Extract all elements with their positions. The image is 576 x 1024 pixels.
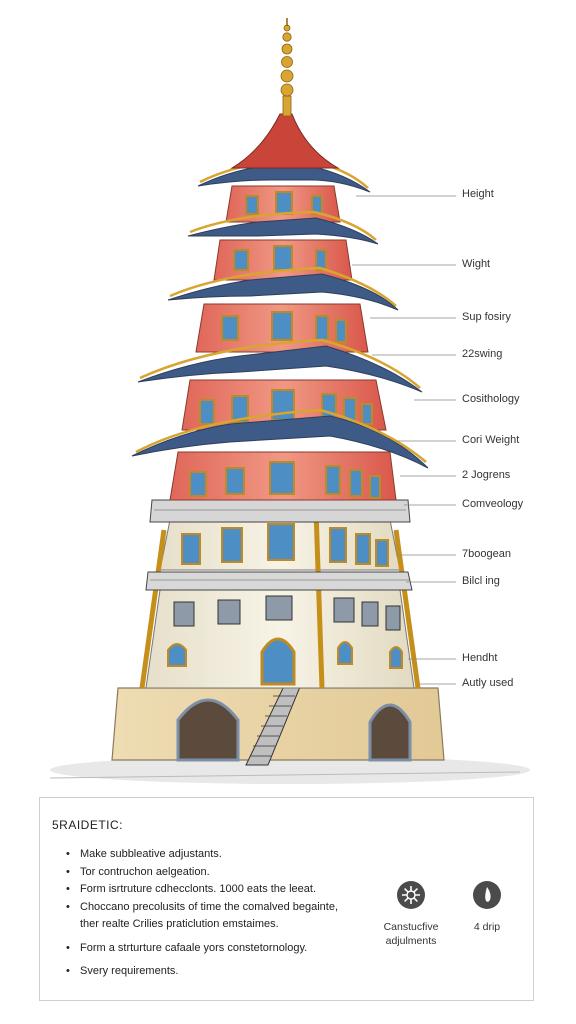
ground-shadow	[50, 756, 530, 784]
icon-caption: 4 drip	[473, 921, 501, 933]
callout-label: 7boogean	[462, 548, 511, 560]
balcony-lower	[145, 571, 413, 591]
top-roof	[230, 113, 340, 169]
base-arch-left	[176, 698, 240, 762]
callout-label: Hendht	[462, 652, 498, 664]
info-panel: 5RAIDETIC: Make subbleative adjustants. …	[39, 797, 534, 1001]
pagoda-drawing	[49, 18, 530, 784]
callout-label: 22swing	[462, 348, 503, 360]
second-windows	[181, 523, 389, 567]
list-item: Make subbleative adjustants.	[66, 846, 386, 864]
panel-title: 5RAIDETIC:	[52, 818, 124, 832]
bullet-list: Make subbleative adjustants. Tor contruc…	[66, 846, 386, 981]
callout-label: Bilcl ing	[462, 575, 500, 587]
roof-tiers	[131, 158, 429, 469]
pagoda-illustration: Height Wight Sup fosiry 22swing Cosithol…	[49, 18, 530, 784]
gear-icon	[397, 881, 425, 909]
gold-pillars	[139, 509, 421, 689]
callout-label: Cosithology	[462, 393, 520, 405]
callout-label: 2 Jogrens	[462, 469, 511, 481]
main-door	[260, 637, 296, 686]
callout-label: Wight	[462, 258, 491, 270]
finial	[280, 18, 294, 117]
callout-label: Autly used	[462, 677, 514, 689]
list-item: Tor contruchon aelgeation.	[66, 864, 386, 882]
base-arch-right	[368, 703, 412, 762]
list-item: Svery requirements.	[66, 963, 386, 981]
icon-block-drip: 4 drip	[462, 880, 512, 934]
callout-lines	[352, 195, 456, 685]
icon-block-adjustments: Canstucfive adjulments	[376, 880, 446, 948]
callout-label: Height	[462, 188, 494, 200]
callout-label: Comveology	[462, 498, 524, 510]
balcony-upper	[149, 499, 411, 523]
callout-label: Sup fosiry	[462, 311, 511, 323]
callout-label: Cori Weight	[462, 434, 520, 446]
list-item: Form a strturture cafaale yors constetor…	[66, 940, 386, 958]
list-item: Choccano precolusits of time the comalve…	[66, 899, 386, 917]
drop-icon	[473, 881, 501, 909]
list-item: Form isrtruture cdhecclonts. 1000 eats t…	[66, 881, 386, 899]
icon-caption: adjulments	[385, 935, 437, 947]
lower-windows	[173, 595, 401, 631]
ground-line	[49, 771, 521, 779]
icon-caption: Canstucfive	[383, 921, 439, 933]
list-item: ther realte Crilies praticlution emstaim…	[80, 918, 279, 930]
